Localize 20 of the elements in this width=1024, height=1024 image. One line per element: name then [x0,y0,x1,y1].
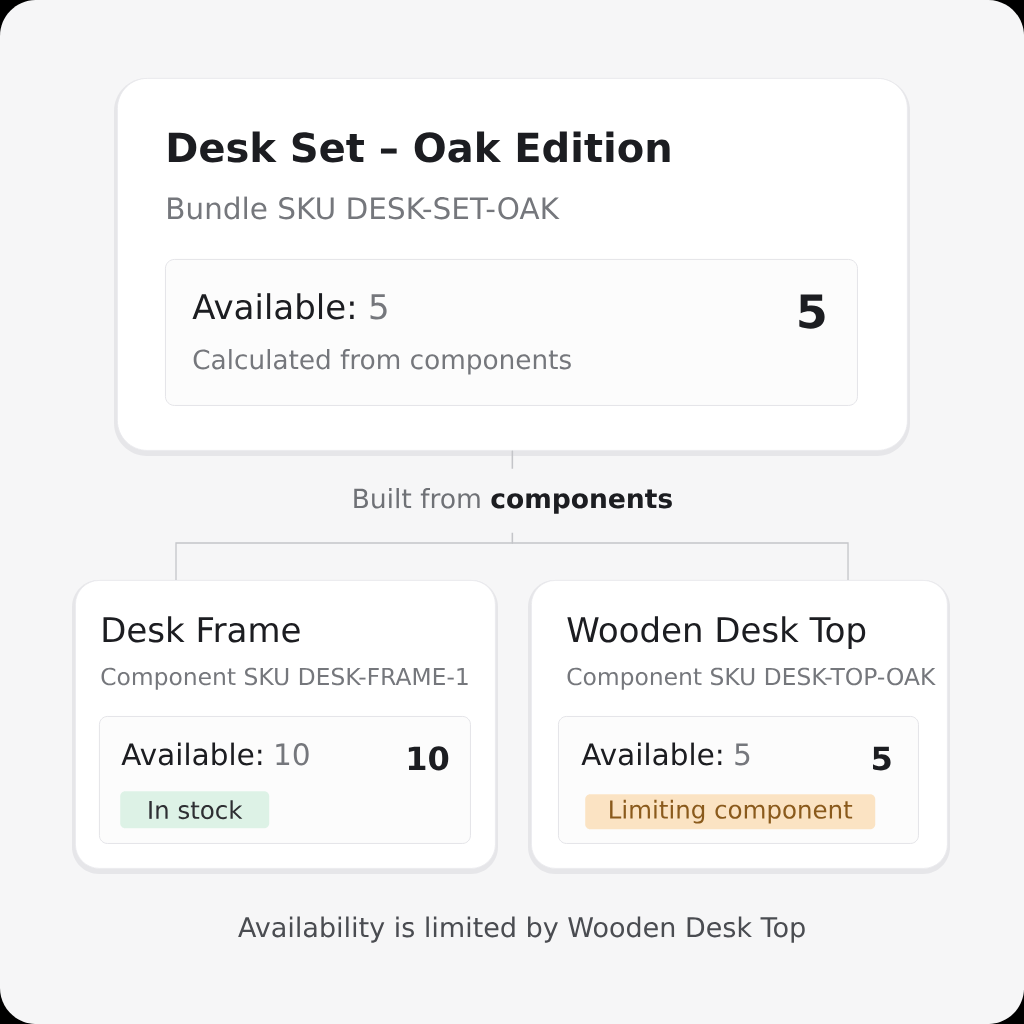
note-text: Calculated from components [193,349,571,375]
quantity-number: 5 [799,294,825,329]
availability-label: Available: [192,293,354,320]
card-title: Desk Set – Oak Edition [168,131,670,163]
quantity-number: 5 [873,746,891,771]
availability-count: 10 [276,743,309,766]
availability-count: 5 [370,294,387,320]
sku-text: Component SKU DESK-FRAME-1 [101,667,468,690]
quantity-number: 10 [408,746,449,771]
status-badge: In stock [120,791,270,829]
availability-label: Available: [581,742,722,766]
sku-text: Bundle SKU DESK-SET-OAK [168,196,560,220]
availability-count: 5 [735,743,750,766]
edge-label: Built from components [341,468,684,533]
card-title: Wooden Desk Top [567,616,866,650]
sku-text: Component SKU DESK-TOP-OAK [567,667,936,690]
availability-label: Available: [121,742,262,766]
card-title: Desk Frame [103,616,300,643]
caption: Availability is limited by Wooden Desk Top [238,916,805,943]
status-badge: Limiting component [585,794,876,830]
